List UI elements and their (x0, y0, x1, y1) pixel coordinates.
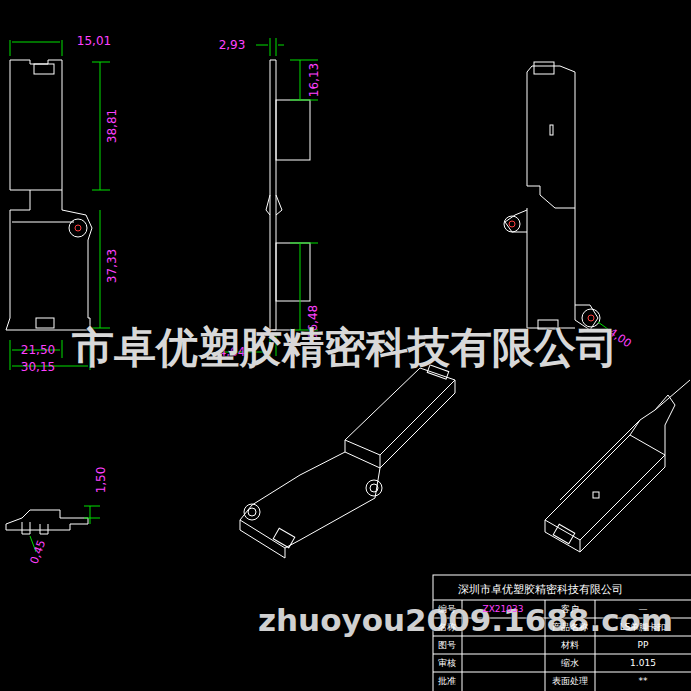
dimension-value: 37,33 (106, 249, 118, 283)
table-cell: LS单脚卡扣 (620, 623, 667, 632)
table-cell: 缩水 (561, 659, 579, 668)
table-cell: 编号 (438, 605, 456, 614)
table-cell: 表面处理 (552, 677, 588, 686)
table-cell: ** (639, 677, 648, 686)
dimension-value: 15,01 (77, 35, 111, 47)
table-cell: 批准 (438, 677, 456, 686)
table-cell: 名称 (438, 623, 456, 632)
title-block-heading: 深圳市卓优塑胶精密科技有限公司 (458, 584, 623, 595)
dimension-value: 2,93 (219, 39, 246, 51)
table-cell: 1.015 (630, 659, 656, 668)
dimension-value: 30,15 (21, 361, 55, 373)
table-cell: 产品名称 (552, 623, 588, 632)
table-cell: 客户 (561, 605, 579, 614)
dimension-value: 21,50 (21, 344, 55, 356)
dimension-value: 16,13 (308, 63, 320, 97)
table-cell: 材料 (561, 641, 579, 650)
dimension-value: 0,45 (29, 539, 48, 566)
dimension-value: 38,81 (106, 109, 118, 143)
watermark: 市卓优塑胶精密科技有限公司 (72, 327, 618, 369)
table-cell: ZX21033 (483, 605, 524, 614)
table-cell: 审核 (438, 659, 456, 668)
table-cell: 图号 (438, 641, 456, 650)
table-cell: PP (638, 641, 649, 650)
watermark-url: zhuoyou2009.1688.com (258, 605, 673, 636)
table-cell: — (639, 605, 648, 614)
dimension-value: 1,50 (95, 467, 107, 494)
